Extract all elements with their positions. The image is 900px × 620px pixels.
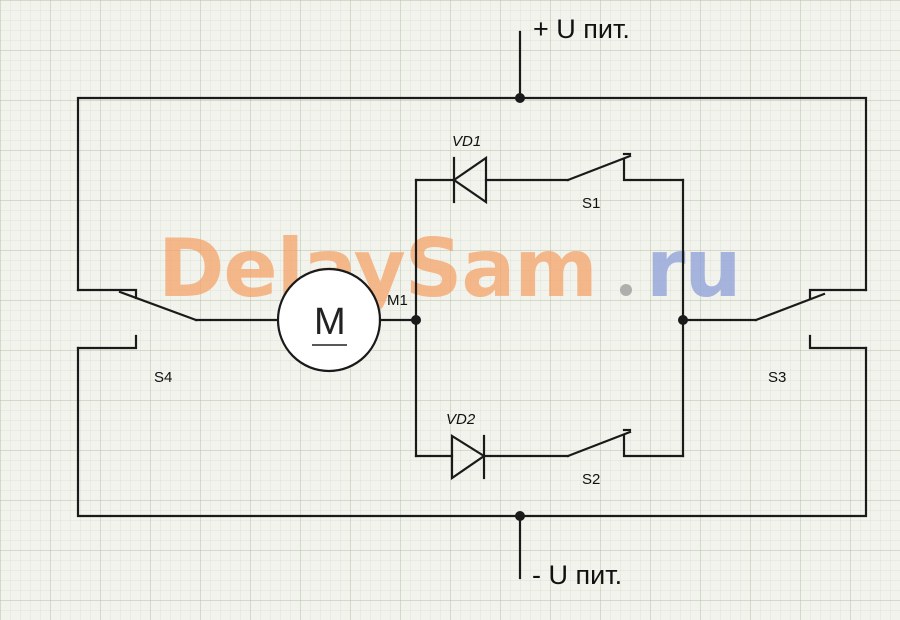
supply-minus-label: - U пит.: [532, 560, 622, 590]
bottom-rail-wire: [76, 346, 868, 518]
watermark-text-main: DelaySam: [158, 222, 597, 315]
motor-m1: M: [276, 267, 382, 373]
junction-right: [678, 315, 688, 325]
top-rail-wire: [76, 96, 868, 292]
s2-label: S2: [582, 471, 600, 488]
diode-vd1: [452, 155, 488, 205]
junction-bottom: [515, 511, 525, 521]
motor-symbol-text: M: [314, 301, 346, 343]
s3-label: S3: [768, 369, 786, 386]
watermark-text-domain: ru: [646, 222, 740, 315]
watermark-dot: [620, 284, 632, 296]
upper-branch: [414, 152, 685, 182]
diode-vd2: [450, 434, 487, 481]
m1-label: M1: [387, 292, 408, 309]
watermark: DelaySam ru: [158, 222, 741, 315]
s4-label: S4: [154, 369, 172, 386]
junction-top: [515, 93, 525, 103]
s1-label: S1: [582, 195, 600, 212]
junction-left: [411, 315, 421, 325]
vd1-label: VD1: [452, 133, 481, 150]
switch-s4: [76, 288, 280, 350]
vd2-label: VD2: [446, 411, 476, 428]
supply-plus-label: + U пит.: [533, 14, 630, 44]
switch-s3: [681, 288, 868, 350]
lower-branch: [414, 428, 685, 458]
